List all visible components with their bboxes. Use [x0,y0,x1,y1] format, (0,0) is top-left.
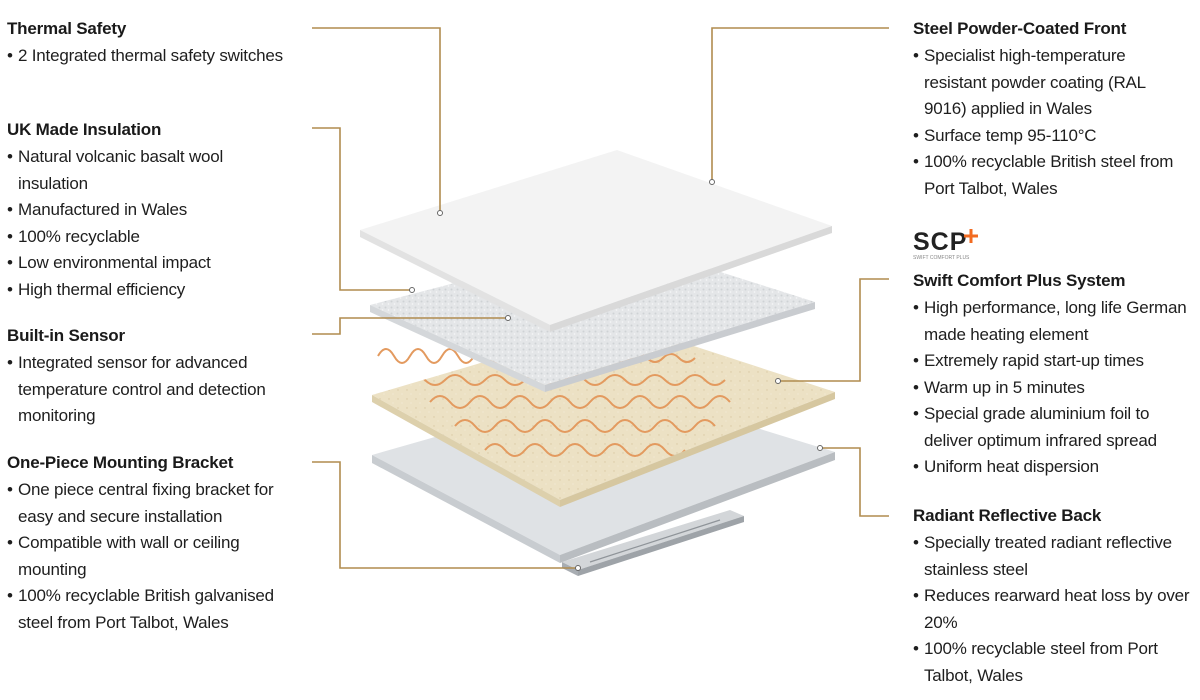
callout-title: Swift Comfort Plus System [913,271,1126,290]
plus-icon [964,229,978,243]
callout-item: 2 Integrated thermal safety switches [7,43,287,70]
mounting-bracket [562,510,744,576]
callout-item: High thermal efficiency [7,277,277,304]
callout-title: Thermal Safety [7,19,127,38]
callout-item: High performance, long life German made … [913,295,1198,348]
callout-item: 100% recyclable British steel from Port … [913,149,1188,202]
callout-item: Extremely rapid start-up times [913,348,1198,375]
callout-title: One-Piece Mounting Bracket [7,453,234,472]
callout-title: Built-in Sensor [7,326,125,345]
front-panel [360,150,832,332]
leader-dots [409,179,823,571]
callout-title: Steel Powder-Coated Front [913,19,1127,38]
callout-item: Manufactured in Wales [7,197,277,224]
callout-title: Radiant Reflective Back [913,506,1102,525]
callout-item: Integrated sensor for advanced temperatu… [7,350,297,430]
callout-item: Natural volcanic basalt wool insulation [7,144,277,197]
callout-item: Uniform heat dispersion [913,454,1198,481]
callout-item: Compatible with wall or ceiling mounting [7,530,307,583]
callout-item: One piece central fixing bracket for eas… [7,477,307,530]
callout-insulation: UK Made Insulation Natural volcanic basa… [7,120,277,303]
callout-item: Special grade aluminium foil to deliver … [913,401,1198,454]
callout-item: Reduces rearward heat loss by over 20% [913,583,1193,636]
callout-front-panel: Steel Powder-Coated Front Specialist hig… [913,19,1188,202]
callout-mounting-bracket: One-Piece Mounting Bracket One piece cen… [7,453,307,636]
callout-sensor: Built-in Sensor Integrated sensor for ad… [7,326,297,430]
callout-scp-system: Swift Comfort Plus System High performan… [913,271,1198,481]
callout-item: 100% recyclable British galvanised steel… [7,583,307,636]
callout-item: 100% recyclable steel from Port Talbot, … [913,636,1193,689]
scp-logo-tagline: SWIFT COMFORT PLUS [913,255,970,261]
callout-item: Specialist high-temperature resistant po… [913,43,1188,123]
callout-item: Warm up in 5 minutes [913,375,1198,402]
callout-item: Specially treated radiant reflective sta… [913,530,1193,583]
callout-thermal-safety: Thermal Safety 2 Integrated thermal safe… [7,19,287,70]
callout-item: 100% recyclable [7,224,277,251]
callout-item: Surface temp 95-110°C [913,123,1188,150]
scp-logo: SCP SWIFT COMFORT PLUS [913,228,978,261]
callout-item: Low environmental impact [7,250,277,277]
callout-title: UK Made Insulation [7,120,162,139]
heating-coil-rear [377,348,475,364]
scp-logo-mark: SCP [913,228,967,256]
callout-reflective-back: Radiant Reflective Back Specially treate… [913,506,1193,689]
leader-lines [312,27,889,569]
